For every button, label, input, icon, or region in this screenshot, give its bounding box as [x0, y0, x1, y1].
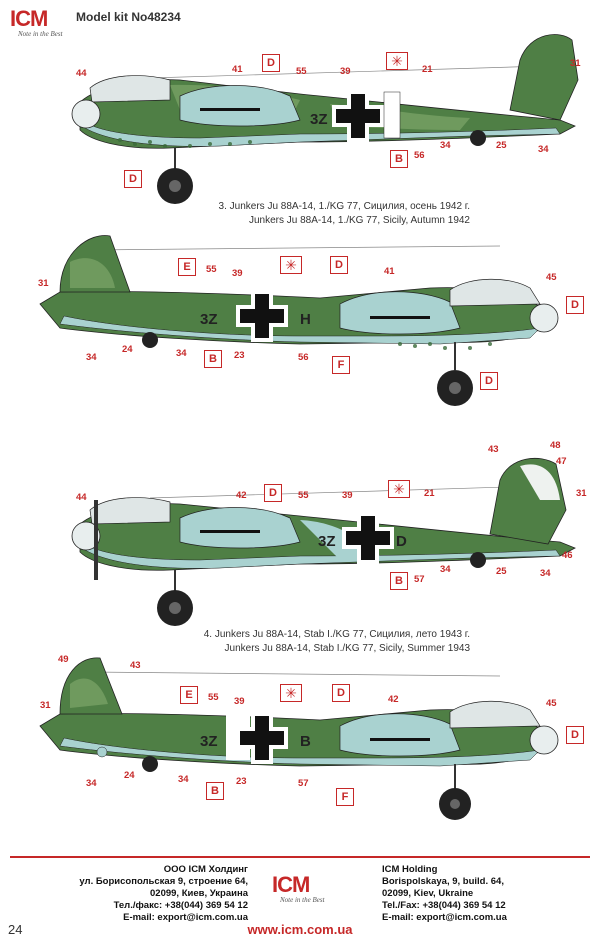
fuselage-code-2: 3Z: [200, 311, 218, 328]
fuselage-code-suffix-4: B: [300, 733, 311, 750]
marker-31: 31: [38, 278, 49, 289]
marker-34b: 34: [538, 144, 549, 155]
model-kit-label: Model kit No48234: [76, 10, 181, 24]
marker-56: 56: [414, 150, 425, 161]
marker-39: 39: [342, 490, 353, 501]
letter-box-D: D: [480, 372, 498, 390]
letter-box-D: D: [566, 296, 584, 314]
balkenkreuz-marker: ✳: [280, 256, 302, 274]
letter-box-D: D: [262, 54, 280, 72]
marker-39: 39: [234, 696, 245, 707]
letter-box-D: D: [332, 684, 350, 702]
logo-tagline: Note in the Best: [18, 30, 63, 38]
letter-box-D: D: [264, 484, 282, 502]
marker-43: 43: [488, 444, 499, 455]
aircraft-profile-3: 3Z D: [71, 457, 576, 626]
aircraft-profile-4: 3Z B: [39, 657, 559, 820]
marker-34: 34: [440, 140, 451, 151]
fuselage-code-suffix-2: H: [300, 311, 311, 328]
address-ru: ООО ICM Холдинг ул. Борисопольская 9, ст…: [79, 864, 248, 923]
marker-31: 31: [570, 58, 581, 69]
balkenkreuz-marker: ✳: [388, 480, 410, 498]
marker-57: 57: [298, 778, 309, 789]
fuselage-code-3: 3Z: [318, 533, 336, 550]
letter-box-D: D: [566, 726, 584, 744]
letter-box-B: B: [204, 350, 222, 368]
marker-44: 44: [76, 68, 87, 79]
balkenkreuz-marker: ✳: [386, 52, 408, 70]
letter-box-F: F: [332, 356, 350, 374]
marker-23: 23: [236, 776, 247, 787]
marker-55: 55: [296, 66, 307, 77]
icm-logo-footer: ICM Note in the Best: [272, 872, 325, 904]
marker-44: 44: [76, 492, 87, 503]
marker-39: 39: [232, 268, 243, 279]
marker-31: 31: [40, 700, 51, 711]
marker-41: 41: [384, 266, 395, 277]
letter-box-D: D: [330, 256, 348, 274]
marker-42: 42: [236, 490, 247, 501]
caption-profile-3: 3. Junkers Ju 88A-14, 1./KG 77, Сицилия,…: [218, 201, 470, 226]
marker-55: 55: [298, 490, 309, 501]
letter-box-E: E: [178, 258, 196, 276]
marker-46: 46: [562, 550, 573, 561]
footer-divider: [10, 856, 590, 858]
website-link[interactable]: www.icm.com.ua: [247, 922, 353, 937]
letter-box-E: E: [180, 686, 198, 704]
marker-47: 47: [556, 456, 567, 467]
marker-45: 45: [546, 272, 557, 283]
marker-43: 43: [130, 660, 141, 671]
marker-24: 24: [124, 770, 135, 781]
marker-39: 39: [340, 66, 351, 77]
page-number: 24: [8, 922, 23, 937]
marker-21: 21: [422, 64, 433, 75]
marker-34b: 34: [176, 348, 187, 359]
marker-55: 55: [208, 692, 219, 703]
marker-23: 23: [234, 350, 245, 361]
marker-42: 42: [388, 694, 399, 705]
letter-box-B: B: [206, 782, 224, 800]
letter-box-D: D: [124, 170, 142, 188]
marker-34b: 34: [540, 568, 551, 579]
marker-31: 31: [576, 488, 587, 499]
marker-41: 41: [232, 64, 243, 75]
marker-55: 55: [206, 264, 217, 275]
marker-49: 49: [58, 654, 69, 665]
letter-box-F: F: [336, 788, 354, 806]
aircraft-profile-1: 3Z: [71, 34, 579, 204]
marker-25: 25: [496, 566, 507, 577]
fuselage-code-4: 3Z: [200, 733, 218, 750]
marker-57: 57: [414, 574, 425, 585]
caption-profile-4: 4. Junkers Ju 88A-14, Stab I./KG 77, Сиц…: [203, 629, 470, 654]
address-en: ICM Holding Borispolskaya, 9, build. 64,…: [382, 864, 507, 923]
marker-24: 24: [122, 344, 133, 355]
fuselage-code-1: 3Z: [310, 111, 328, 128]
aircraft-profile-2: 3Z H: [39, 235, 559, 406]
letter-box-B: B: [390, 150, 408, 168]
balkenkreuz-marker: ✳: [280, 684, 302, 702]
fuselage-code-suffix-3: D: [396, 533, 407, 550]
marker-34: 34: [440, 564, 451, 575]
logo-text: ICM: [10, 6, 48, 31]
marker-34b: 34: [178, 774, 189, 785]
icm-logo: ICM Note in the Best: [10, 6, 66, 40]
letter-box-B: B: [390, 572, 408, 590]
marker-21: 21: [424, 488, 435, 499]
marker-25: 25: [496, 140, 507, 151]
marker-45: 45: [546, 698, 557, 709]
marker-56: 56: [298, 352, 309, 363]
marker-34: 34: [86, 778, 97, 789]
marker-34: 34: [86, 352, 97, 363]
marker-48: 48: [550, 440, 561, 451]
